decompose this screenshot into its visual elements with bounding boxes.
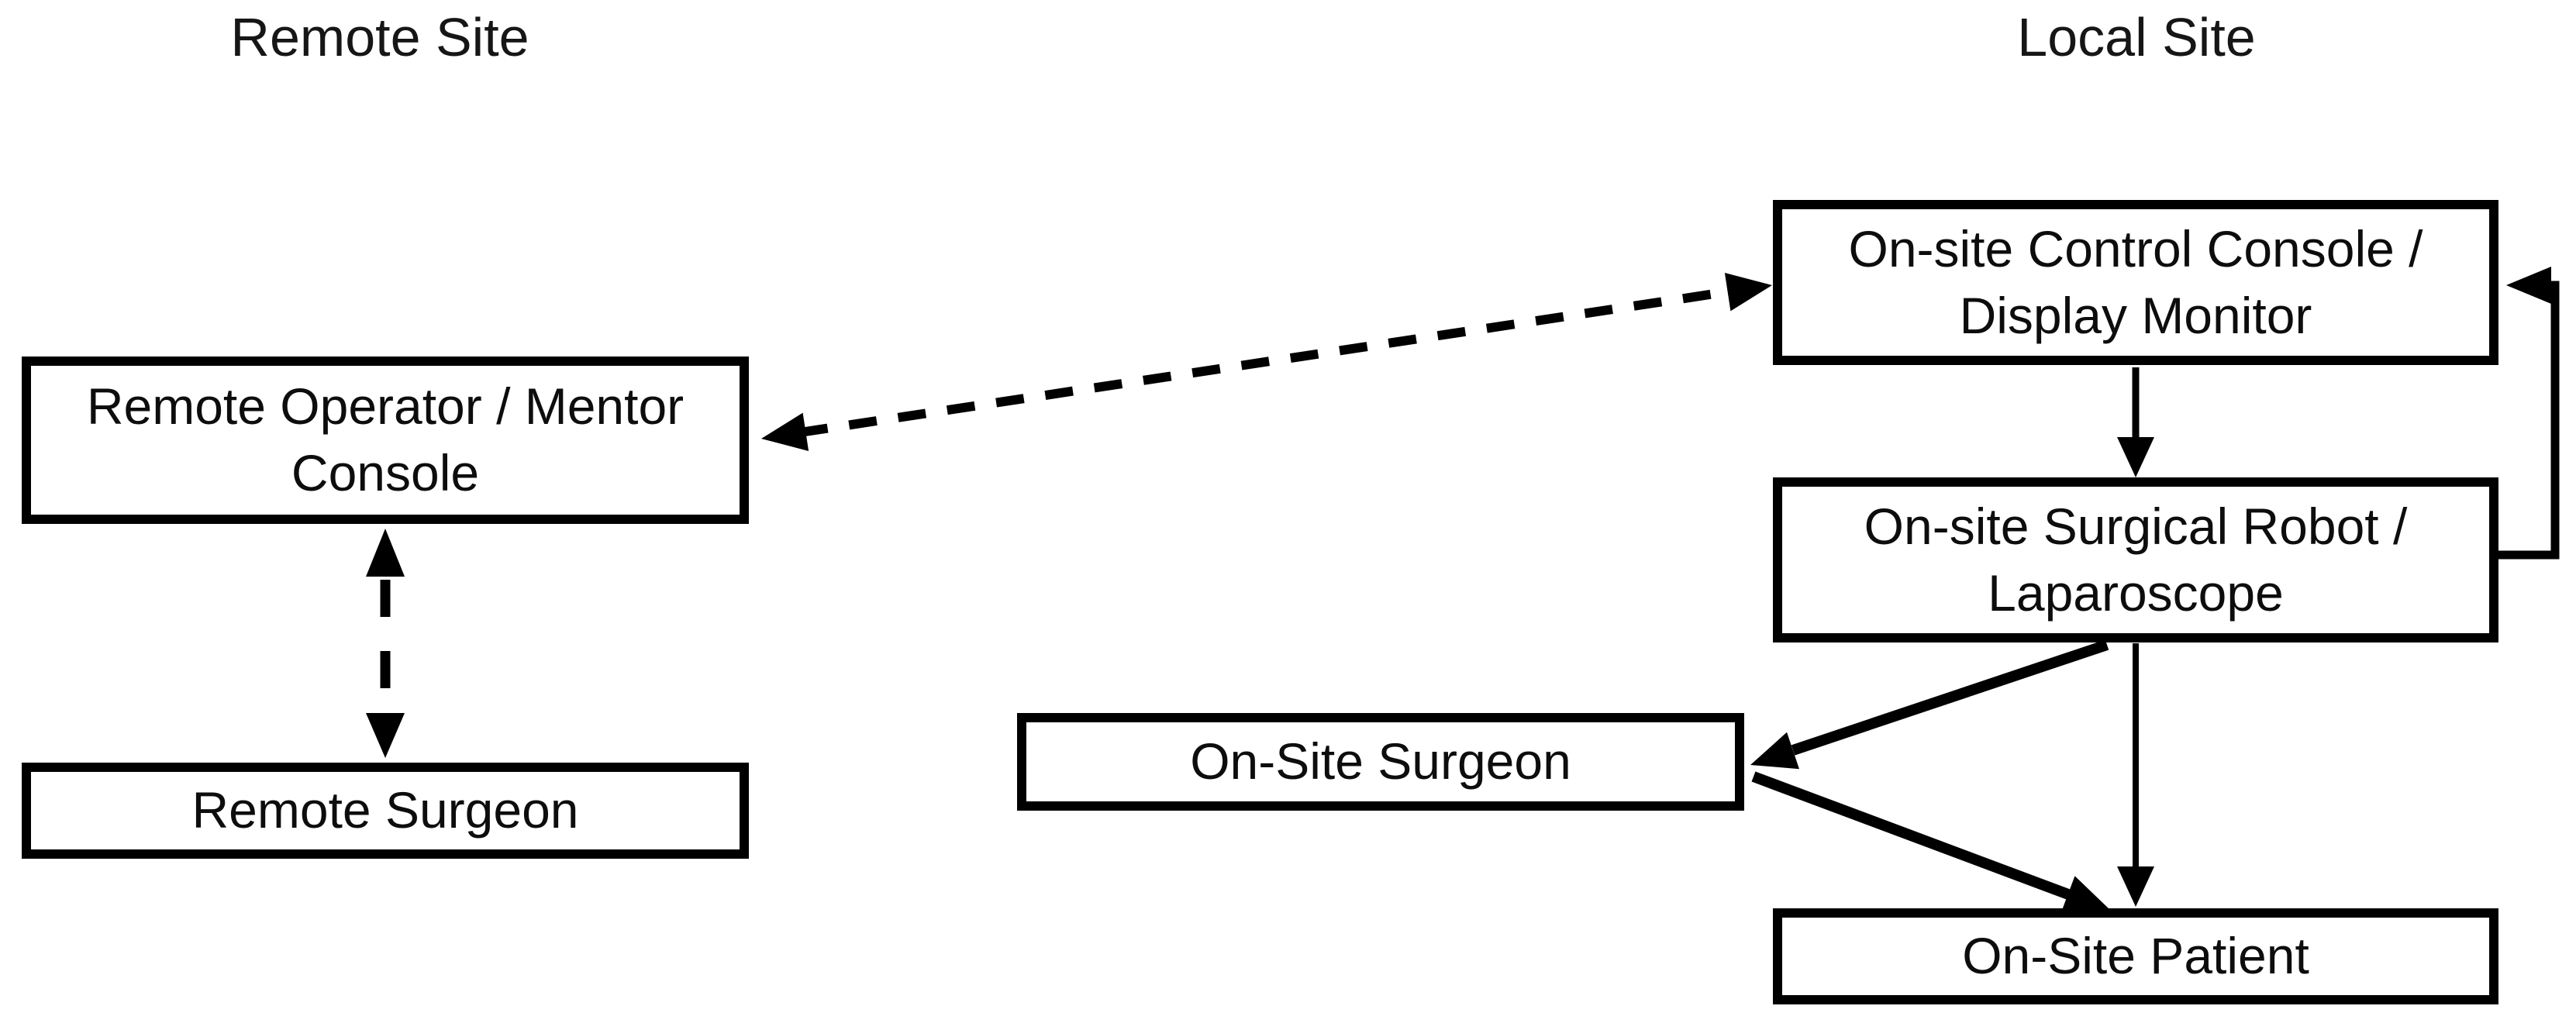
node-label-line: On-site Control Console / (1848, 219, 2423, 277)
node-label-line: Console (291, 444, 480, 501)
edge-remote-console-remote-surgeon (366, 529, 405, 758)
node-onsite-control-console-display-monitor: On-site Control Console / Display Monito… (1773, 200, 2498, 365)
node-onsite-surgical-robot-laparoscope: On-site Surgical Robot / Laparoscope (1773, 477, 2498, 642)
edge-robot-patient (2117, 643, 2154, 907)
node-onsite-surgeon: On-Site Surgeon (1017, 713, 1744, 811)
node-onsite-patient: On-Site Patient (1773, 908, 2498, 1004)
node-remote-operator-mentor-console: Remote Operator / Mentor Console (22, 357, 749, 524)
remote-site-title: Remote Site (230, 7, 529, 67)
node-label-line: On-site Surgical Robot / (1864, 497, 2408, 555)
edge-onsite-surgeon-patient (1751, 771, 2110, 913)
edge-robot-onsite-console-feedback (2497, 267, 2560, 560)
node-label-line: Remote Operator / Mentor (86, 377, 685, 436)
node-label-line: On-Site Surgeon (1190, 732, 1571, 791)
local-site-title: Local Site (2017, 7, 2256, 67)
node-remote-surgeon: Remote Surgeon (22, 763, 749, 859)
edge-onsite-console-robot (2117, 367, 2154, 477)
node-label-line: Remote Surgeon (191, 781, 579, 839)
edge-robot-onsite-surgeon (1750, 639, 2109, 770)
node-label-line: Display Monitor (1959, 286, 2312, 344)
node-label-line: Laparoscope (1988, 563, 2284, 622)
edge-remote-console-onsite-console (761, 273, 1772, 451)
node-label-line: On-Site Patient (1962, 927, 2309, 985)
